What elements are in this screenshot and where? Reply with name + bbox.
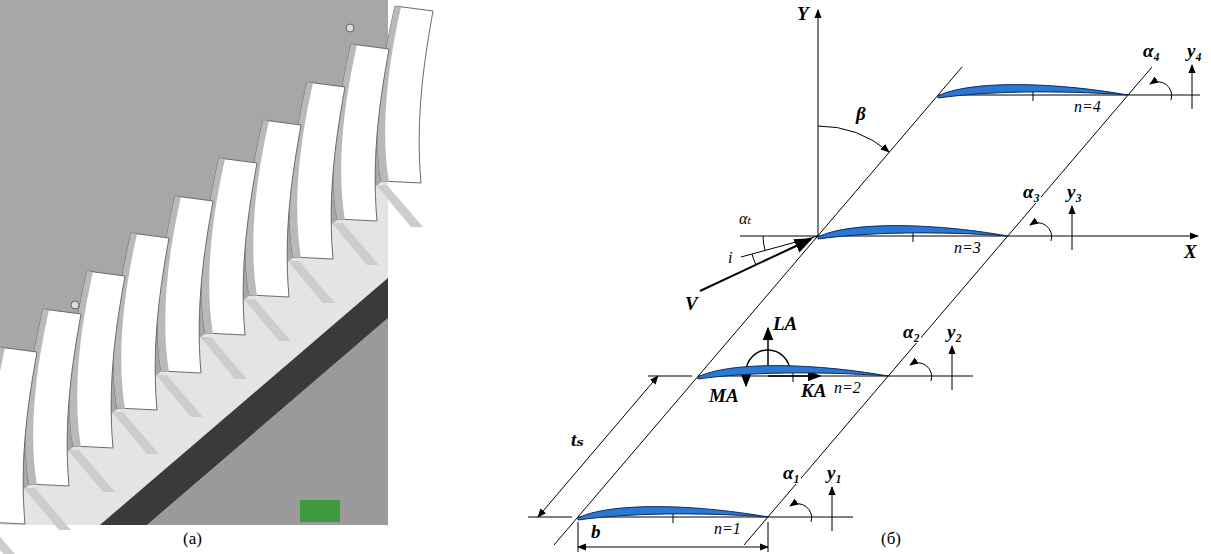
bending-label: y₃ <box>1066 182 1083 203</box>
blade <box>0 347 37 554</box>
torsion-arrow <box>1150 82 1172 100</box>
drag-arrow <box>768 375 820 377</box>
trailing-edge-line <box>744 67 1152 545</box>
airfoils <box>578 85 1128 520</box>
axis-label: X <box>1183 242 1198 263</box>
blade <box>112 233 169 454</box>
blade <box>200 158 257 379</box>
blade <box>244 120 301 341</box>
angle-arc <box>763 236 765 250</box>
airfoil <box>698 366 888 379</box>
extension-line <box>648 376 692 377</box>
velocity-label: V <box>684 294 699 315</box>
blade-number: n=3 <box>953 239 982 257</box>
panel-caption: (а) <box>182 530 203 549</box>
chord-dimension <box>578 547 768 548</box>
airfoil <box>578 507 768 520</box>
extension-line <box>528 517 572 518</box>
dimension-label: b <box>590 522 602 543</box>
blade-number: n=2 <box>833 379 862 397</box>
airfoil <box>818 226 1008 239</box>
panel-caption: (б) <box>880 530 902 549</box>
mount-hole <box>346 24 354 32</box>
y-axis <box>818 10 819 236</box>
airfoil <box>938 85 1128 98</box>
dimension-label: tₛ <box>570 430 585 451</box>
force-label: KA <box>800 381 827 402</box>
torsion-label: α₂ <box>902 322 921 343</box>
blade-number: n=1 <box>713 520 742 538</box>
bending-label: y₄ <box>1186 41 1203 62</box>
bending-label: y₁ <box>826 463 843 484</box>
torsion-label: α₃ <box>1022 182 1041 203</box>
cascade-scheme <box>528 10 1200 552</box>
blade <box>156 196 213 417</box>
bending-arrow <box>1072 206 1073 250</box>
incidence-arc <box>752 254 756 265</box>
green-part <box>300 500 340 522</box>
moment-label: MA <box>708 386 740 407</box>
stagger-angle-arc <box>818 126 889 152</box>
blade <box>68 271 125 492</box>
blade <box>332 44 389 265</box>
lift-arrow <box>767 328 769 366</box>
axis-label: Y <box>796 4 810 25</box>
torsion-label: α₄ <box>1142 41 1161 62</box>
blade <box>288 82 345 303</box>
chord-line <box>938 95 1200 96</box>
bending-arrow <box>832 487 833 531</box>
reference-line <box>740 236 818 237</box>
torsion-arrow <box>910 363 932 381</box>
velocity-arrow <box>700 239 811 291</box>
angle-label: αₜ <box>738 210 752 228</box>
blade-cascade-render <box>0 0 433 554</box>
torsion-arrow <box>790 504 812 522</box>
leading-edge-line <box>554 67 962 545</box>
bending-arrow <box>1192 65 1193 109</box>
pitch-dimension <box>538 376 658 517</box>
torsion-arrow <box>1030 223 1052 241</box>
bending-label: y₂ <box>946 322 963 343</box>
mount-hole <box>71 301 79 309</box>
angle-label: i <box>727 249 733 267</box>
force-label: LA <box>772 314 798 335</box>
blade <box>376 6 433 227</box>
angle-label: β <box>855 104 867 125</box>
blade <box>24 309 81 530</box>
bending-arrow <box>952 346 953 390</box>
torsion-label: α₁ <box>782 463 801 484</box>
blade-number: n=4 <box>1073 98 1102 116</box>
